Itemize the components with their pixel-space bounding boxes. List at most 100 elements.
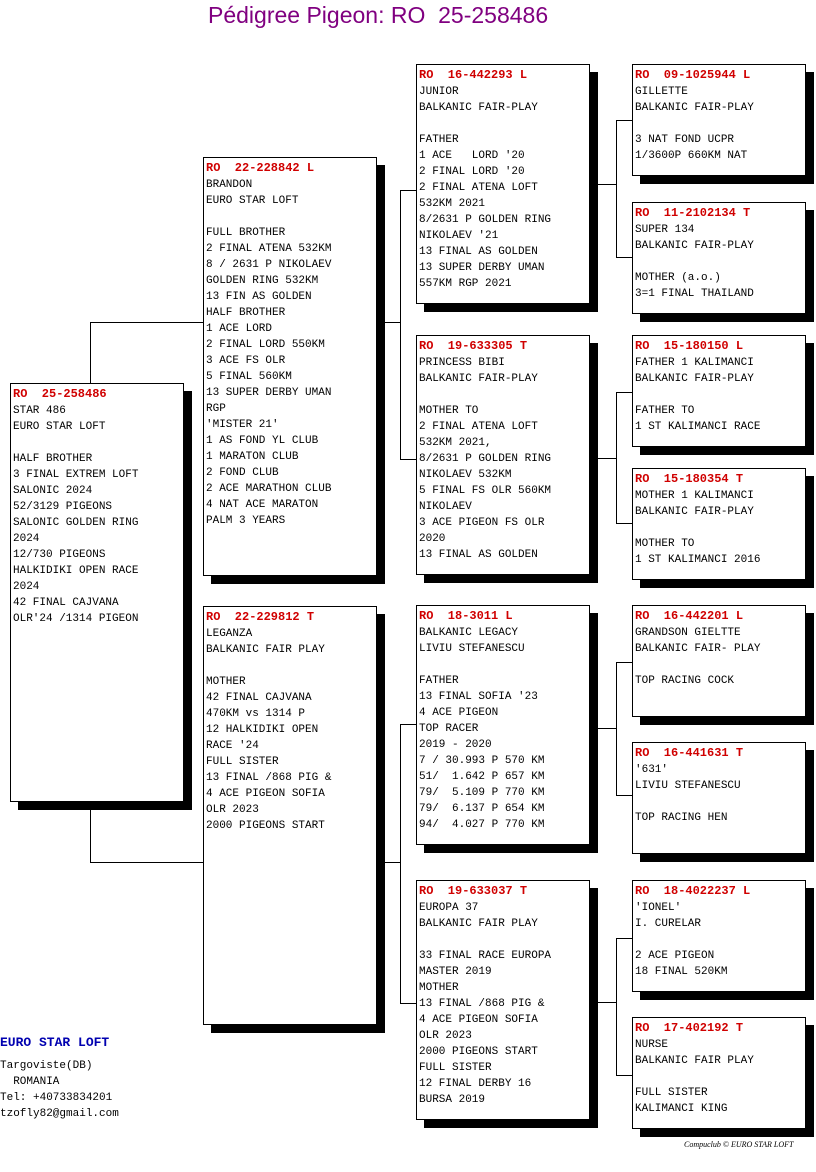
pedigree-line: NIKOLAEV '21 bbox=[419, 230, 499, 242]
pedigree-line bbox=[635, 520, 803, 536]
loft-name: EURO STAR LOFT bbox=[0, 1035, 110, 1050]
pedigree-line: 2020 bbox=[419, 533, 446, 545]
pedigree-line: BALKANIC FAIR-PLAY bbox=[635, 506, 754, 518]
pedigree-line bbox=[635, 254, 803, 270]
pedigree-line: PRINCESS BIBI bbox=[419, 357, 505, 369]
pedigree-line: 94/ 4.027 P 770 KM bbox=[419, 819, 545, 831]
pedigree-line: 2 FOND CLUB bbox=[206, 467, 279, 479]
pedigree-line: BALKANIC FAIR-PLAY bbox=[419, 373, 538, 385]
pedigree-line: 2024 bbox=[13, 581, 40, 593]
pedigree-line: FULL SISTER bbox=[419, 1062, 492, 1074]
ring-number: RO 19-633305 T bbox=[419, 339, 528, 353]
pedigree-line bbox=[635, 1069, 803, 1085]
pedigree-line: 13 FINAL AS GOLDEN bbox=[419, 246, 538, 258]
pedigree-line: 4 ACE PIGEON SOFIA bbox=[419, 1014, 538, 1026]
pedigree-line bbox=[635, 932, 803, 948]
pedigree-line: LIVIU STEFANESCU bbox=[635, 780, 741, 792]
pedigree-line: 13 FINAL AS GOLDEN bbox=[419, 549, 538, 561]
connector-dam-parents bbox=[376, 862, 400, 863]
pedigree-line: 2 FINAL ATENA LOFT bbox=[419, 421, 538, 433]
pedigree-line: FULL SISTER bbox=[635, 1087, 708, 1099]
pedigree-line bbox=[13, 435, 181, 451]
ring-number: RO 16-442201 L bbox=[635, 609, 744, 623]
ring-number: RO 15-180354 T bbox=[635, 472, 744, 486]
pedigree-line: BALKANIC FAIR-PLAY bbox=[635, 240, 754, 252]
ring-number: RO 09-1025944 L bbox=[635, 68, 751, 82]
pedigree-line bbox=[419, 387, 587, 403]
pedigree-line: 'MISTER 21' bbox=[206, 419, 279, 431]
pedigree-line: BALKANIC FAIR-PLAY bbox=[419, 102, 538, 114]
pedigree-line: BALKANIC FAIR-PLAY bbox=[635, 373, 754, 385]
pedigree-line: MOTHER (a.o.) bbox=[635, 272, 721, 284]
pedigree-line: 532KM 2021 bbox=[419, 198, 486, 210]
connector-sire-parents-bracket bbox=[400, 190, 417, 460]
pedigree-line: MOTHER bbox=[419, 982, 459, 994]
connector-gp3 bbox=[590, 728, 616, 729]
pedigree-line: OLR'24 /1314 PIGEON bbox=[13, 613, 139, 625]
great-grandparent-card-5: RO 16-442201 L GRANDSON GIELTTE BALKANIC F… bbox=[632, 605, 806, 717]
pedigree-line: 3 ACE FS OLR bbox=[206, 355, 286, 367]
pedigree-line: EURO STAR LOFT bbox=[13, 421, 106, 433]
pedigree-line: '631' bbox=[635, 764, 669, 776]
pedigree-line: MOTHER TO bbox=[635, 538, 695, 550]
ring-number: RO 18-3011 L bbox=[419, 609, 513, 623]
pedigree-line: BALKANIC LEGACY bbox=[419, 627, 519, 639]
pedigree-line: 4 NAT ACE MARATON bbox=[206, 499, 319, 511]
pedigree-line: BALKANIC FAIR PLAY bbox=[206, 644, 325, 656]
connector-dam-parents-bracket bbox=[400, 724, 417, 1004]
pedigree-line: 13 SUPER DERBY UMAN bbox=[419, 262, 545, 274]
pedigree-line: 13 SUPER DERBY UMAN bbox=[206, 387, 332, 399]
pedigree-line: 1 AS FOND YL CLUB bbox=[206, 435, 319, 447]
pedigree-line bbox=[419, 116, 587, 132]
pedigree-line: 1 ST KALIMANCI 2016 bbox=[635, 554, 761, 566]
pedigree-line: 5 FINAL 560KM bbox=[206, 371, 292, 383]
pedigree-line: FATHER bbox=[419, 134, 459, 146]
great-grandparent-card-4: RO 15-180354 T MOTHER 1 KALIMANCI BALKANIC… bbox=[632, 468, 806, 580]
pedigree-line: 1 ACE LORD '20 bbox=[419, 150, 525, 162]
pedigree-line: 12/730 PIGEONS bbox=[13, 549, 106, 561]
pedigree-line: GOLDEN RING 532KM bbox=[206, 275, 319, 287]
connector-subject-sire bbox=[90, 322, 205, 384]
pedigree-line: 2024 bbox=[13, 533, 40, 545]
pedigree-line: FATHER 1 KALIMANCI bbox=[635, 357, 754, 369]
pedigree-line: 3 NAT FOND UCPR bbox=[635, 134, 735, 146]
pedigree-line: BALKANIC FAIR-PLAY bbox=[635, 102, 754, 114]
pedigree-line: 2000 PIGEONS START bbox=[206, 820, 325, 832]
pedigree-line: RACE '24 bbox=[206, 740, 259, 752]
pedigree-line: 3=1 FINAL THAILAND bbox=[635, 288, 754, 300]
page-title: Pédigree Pigeon: RO 25-258486 bbox=[208, 2, 549, 28]
pedigree-line: BALKANIC FAIR- PLAY bbox=[635, 643, 761, 655]
pedigree-line: 52/3129 PIGEONS bbox=[13, 501, 113, 513]
pedigree-line: PALM 3 YEARS bbox=[206, 515, 286, 527]
pedigree-line: FATHER bbox=[419, 675, 459, 687]
pedigree-line: RGP bbox=[206, 403, 226, 415]
pedigree-line bbox=[419, 657, 587, 673]
pedigree-line: OLR 2023 bbox=[206, 804, 259, 816]
ring-number: RO 18-4022237 L bbox=[635, 884, 751, 898]
pedigree-line: BALKANIC FAIR PLAY bbox=[635, 1055, 754, 1067]
pedigree-line: 2 FINAL ATENA LOFT bbox=[419, 182, 538, 194]
pedigree-line: MOTHER bbox=[206, 676, 246, 688]
connector-gp1-bracket bbox=[616, 120, 633, 258]
pedigree-line: FULL SISTER bbox=[206, 756, 279, 768]
pedigree-line: 8/2631 P GOLDEN RING bbox=[419, 453, 552, 465]
pedigree-line bbox=[635, 794, 803, 810]
pedigree-line: 8 / 2631 P NIKOLAEV bbox=[206, 259, 332, 271]
pedigree-line: GRANDSON GIELTTE bbox=[635, 627, 741, 639]
connector-gp2 bbox=[590, 458, 616, 459]
connector-gp4-bracket bbox=[616, 938, 633, 1076]
pedigree-line: 42 FINAL CAJVANA bbox=[206, 692, 312, 704]
pedigree-line: MOTHER 1 KALIMANCI bbox=[635, 490, 754, 502]
pedigree-line: KALIMANCI KING bbox=[635, 1103, 728, 1115]
pedigree-line: HALF BROTHER bbox=[206, 307, 286, 319]
pedigree-line: FULL BROTHER bbox=[206, 227, 286, 239]
pedigree-line: 13 FINAL /868 PIG & bbox=[206, 772, 332, 784]
